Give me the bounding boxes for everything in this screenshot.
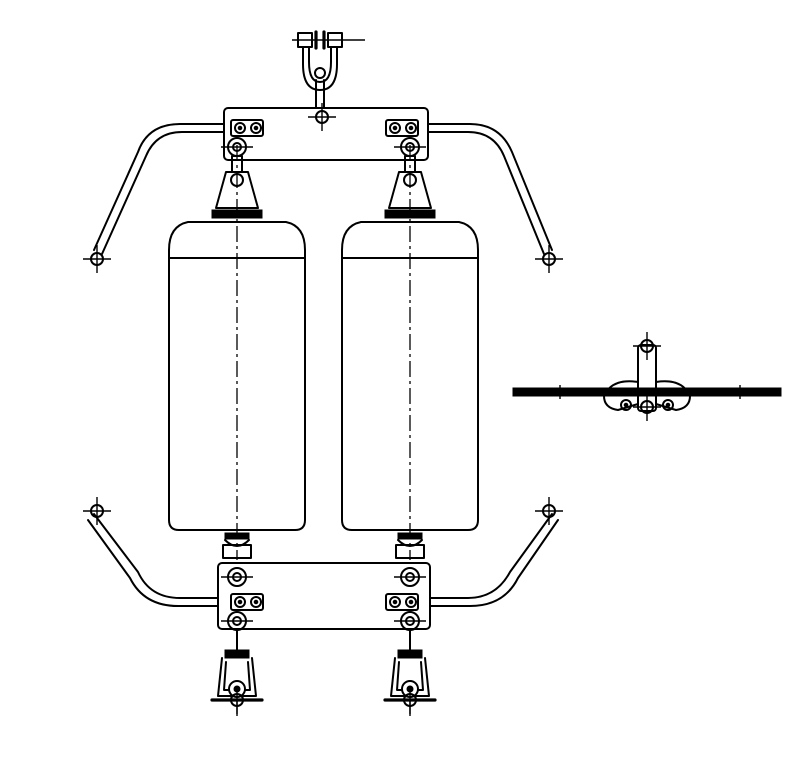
lower-right-arcing-horn xyxy=(429,496,564,607)
lower-left-arcing-horn xyxy=(82,496,219,607)
right-insulator xyxy=(341,137,479,560)
right-suspension-clamp xyxy=(383,629,437,716)
lower-right-link xyxy=(393,532,427,587)
lower-left-link xyxy=(220,532,254,587)
left-insulator xyxy=(168,137,306,560)
upper-left-arcing-horn xyxy=(82,123,225,274)
top-shackle xyxy=(292,30,365,109)
left-suspension-clamp xyxy=(210,629,264,716)
lower-yoke-plate xyxy=(217,562,431,631)
side-view-clamp xyxy=(512,331,782,422)
upper-right-arcing-horn xyxy=(427,123,564,274)
upper-yoke-plate xyxy=(223,102,429,161)
